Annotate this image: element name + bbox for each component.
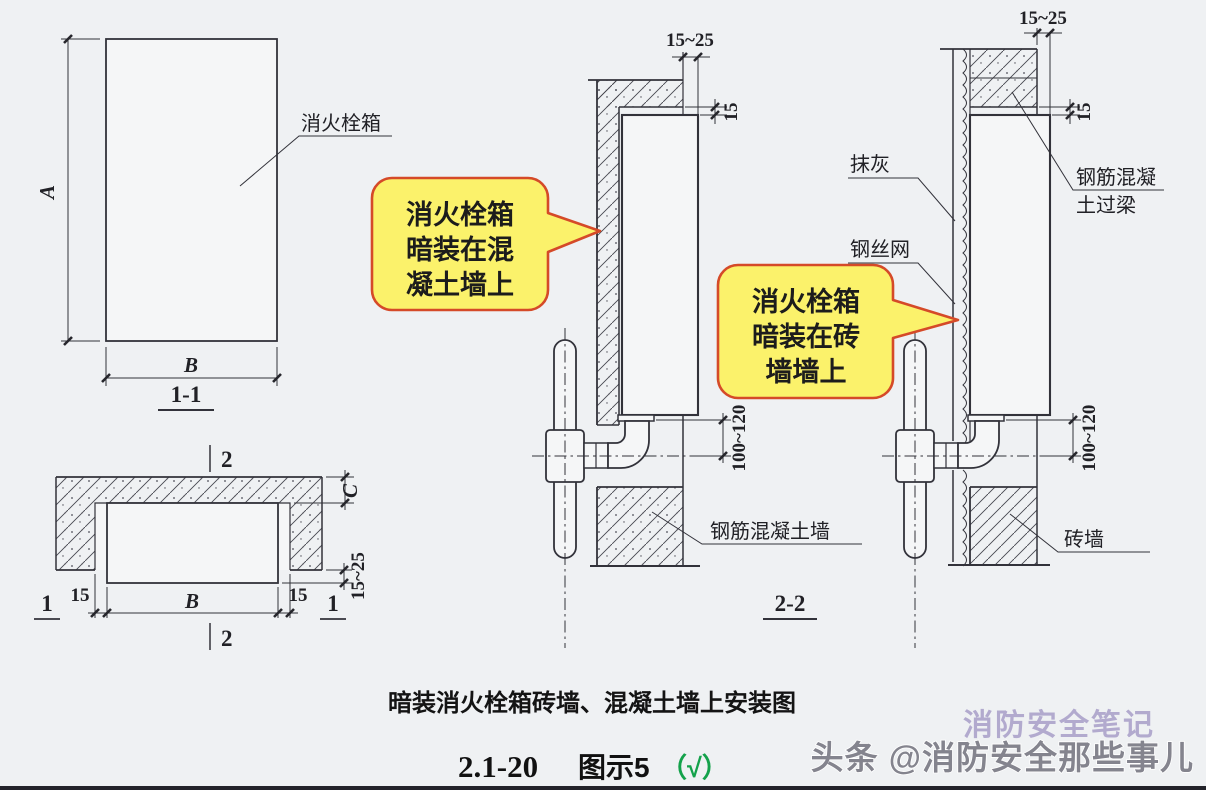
callout-brick-line3: 墙墙上 [766, 357, 847, 387]
lintel-label-line1: 钢筋混凝 [1076, 166, 1156, 189]
dim-chain-bottom: 15 15 B [71, 574, 308, 618]
section-box-concrete [620, 113, 700, 417]
brick-wall-label-group: 砖墙 [1009, 513, 1150, 553]
figure-number: 2.1-20 [458, 749, 538, 784]
plan-box-outline [106, 502, 279, 584]
figure-checkmark: （√） [660, 753, 729, 783]
callout-bubble [370, 176, 602, 312]
svg-text:2: 2 [221, 447, 233, 472]
svg-text:1: 1 [327, 591, 339, 616]
drawing-title: 暗装消火栓箱砖墙、混凝土墙上安装图 [388, 689, 796, 717]
svg-text:1: 1 [41, 591, 53, 616]
dim-lintel-gap-brick: 15 [1039, 99, 1095, 124]
dim-label-lintel-gap-brick: 15 [1074, 103, 1095, 122]
dim-label-a: A [35, 185, 59, 201]
concrete-wall-leader [651, 511, 862, 545]
section-concrete: 15~25 15 100~120 [532, 30, 862, 648]
dim-height-a: A [35, 34, 100, 346]
dim-top-gap-concrete: 15~25 [666, 30, 714, 115]
callout-concrete-line2: 暗装在混 [406, 235, 514, 265]
watermark-overlay: 消防安全笔记 [963, 708, 1155, 742]
figure-label: 图示5 [578, 752, 650, 783]
section-marker-1-right: 1 [320, 591, 346, 620]
callout-bubble [716, 263, 960, 400]
section-marker-1-left: 1 [34, 591, 60, 620]
riser-pipe-brick [882, 328, 1046, 648]
figure-caption: 2.1-20 图示5 （√） [458, 749, 729, 784]
view-1-1: A B 1-1 消火栓箱 [35, 34, 392, 412]
callout-brick-line2: 暗装在砖 [752, 322, 860, 352]
dim-label-gap-right: 15 [289, 585, 308, 606]
callout-brick: 消火栓箱 暗装在砖 墙墙上 [716, 263, 960, 400]
dim-label-protrusion: 15~25 [348, 552, 369, 600]
brick-wall-leader [1009, 513, 1150, 553]
callout-concrete: 消火栓箱 暗装在混 凝土墙上 [370, 176, 602, 312]
dim-width-b: B [101, 347, 282, 386]
callout-concrete-line3: 凝土墙上 [406, 270, 514, 300]
section-2-2-title: 2-2 [775, 591, 806, 616]
mesh-label-group: 钢丝网 [848, 238, 956, 305]
dim-pipe-offset-brick: 100~120 [1006, 405, 1100, 472]
brick-wall-label: 砖墙 [1064, 528, 1104, 551]
dim-label-top-gap-brick: 15~25 [1019, 8, 1067, 29]
steel-mesh-wavy-line [962, 48, 967, 446]
dim-label-top-gap-concrete: 15~25 [666, 30, 714, 51]
concrete-wall-strip-hatch [597, 80, 619, 425]
plaster-mesh-strip [952, 48, 971, 567]
mesh-label: 钢丝网 [850, 238, 910, 261]
part-leader-line [239, 135, 392, 187]
lintel-label-line2: 土过梁 [1076, 194, 1136, 217]
dim-depth-c: C [294, 470, 362, 510]
plaster-leader [848, 177, 956, 222]
view-1-1-title: 1-1 [171, 382, 202, 407]
section-marker-2-bottom: 2 [209, 623, 233, 651]
lintel-label-group: 钢筋混凝 土过梁 [1011, 91, 1164, 217]
brick-wall-block-hatch [970, 487, 1037, 565]
riser-pipe-concrete [532, 328, 696, 648]
dim-pipe-offset-concrete: 100~120 [656, 405, 750, 472]
concrete-wall-label: 钢筋混凝土墙 [710, 520, 830, 543]
dim-label-pipe-offset-brick: 100~120 [1079, 405, 1100, 472]
plan-view: C 15~25 15 15 B 2 [34, 445, 369, 651]
dim-label-pipe-offset-concrete: 100~120 [729, 405, 750, 472]
dim-label-lintel-gap-concrete: 15 [721, 103, 742, 122]
dim-label-gap-left: 15 [71, 585, 90, 606]
svg-text:2: 2 [221, 626, 233, 651]
plaster-label: 抹灰 [850, 153, 890, 176]
callout-concrete-line1: 消火栓箱 [406, 199, 514, 230]
steel-mesh-wavy-line-lower [962, 469, 967, 567]
section-box-brick [968, 113, 1052, 417]
callout-brick-line1: 消火栓箱 [752, 286, 860, 317]
plaster-label-group: 抹灰 [848, 153, 956, 222]
lintel-leader [1011, 91, 1164, 191]
dim-label-c: C [338, 483, 362, 498]
dim-lintel-gap-concrete: 15 [685, 99, 742, 124]
mesh-leader [848, 262, 956, 305]
dim-top-gap-brick: 15~25 [1019, 8, 1067, 115]
watermark-main: 头条 @消防安全那些事儿 [811, 739, 1194, 776]
bottom-edge-bar [0, 786, 1206, 790]
hydrant-box-front-outline [105, 38, 278, 342]
dim-protrusion: 15~25 [282, 552, 369, 600]
section-marker-2-top: 2 [209, 445, 233, 472]
section-brick: 15~25 15 100~120 [848, 8, 1164, 648]
dim-label-b: B [183, 353, 198, 377]
part-label: 消火栓箱 [301, 112, 381, 135]
concrete-wall-block-hatch [597, 487, 683, 566]
dim-label-plan-b: B [184, 589, 199, 613]
